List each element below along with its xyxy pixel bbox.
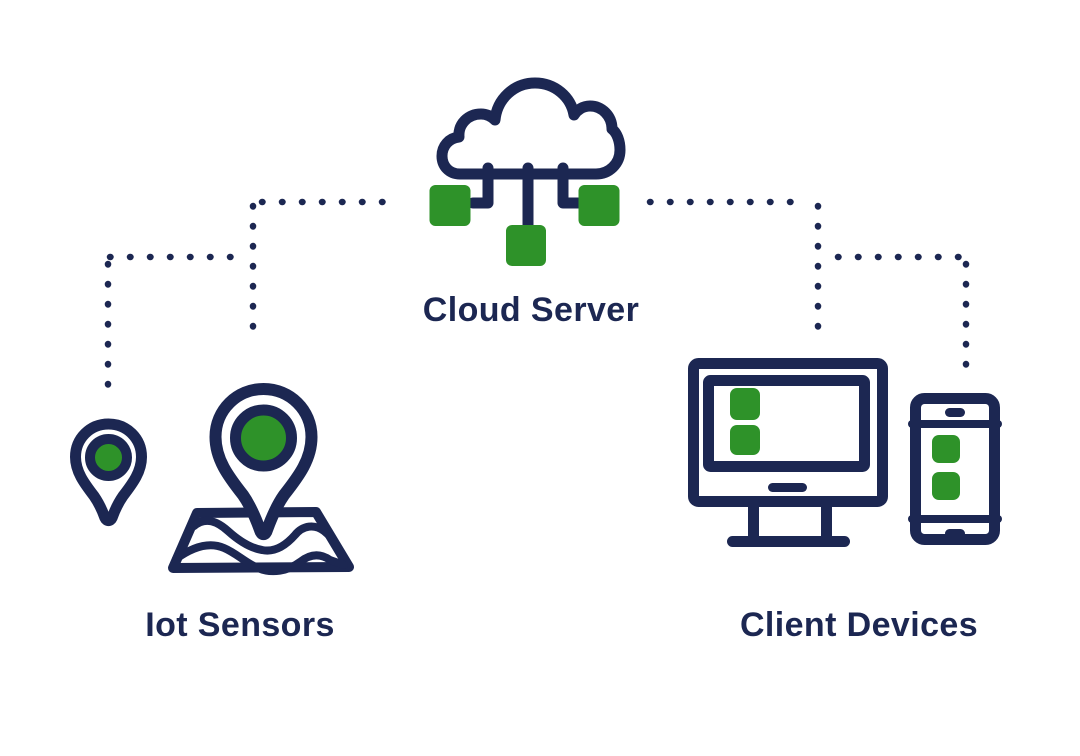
dotted-connector-right xyxy=(646,198,970,382)
cloud-connector-left xyxy=(467,162,494,209)
cloud-node-square-right xyxy=(578,185,620,226)
large-pin-dot xyxy=(239,413,288,463)
monitor-bezel-button xyxy=(768,483,807,492)
monitor-screen-tile-1 xyxy=(730,388,760,420)
cloud-connector-right xyxy=(557,162,584,209)
cloud-server-icon xyxy=(429,77,626,266)
small-map-pin-icon xyxy=(70,418,147,527)
iot-sensors-label: Iot Sensors xyxy=(145,606,335,644)
iot-sensors-icon xyxy=(70,383,354,576)
smartphone-icon xyxy=(908,393,1002,545)
monitor-screen-tile-2 xyxy=(730,425,760,455)
large-map-pin-icon xyxy=(209,383,318,540)
small-pin-dot xyxy=(93,442,124,473)
monitor-icon xyxy=(688,358,888,547)
monitor-stand-base xyxy=(727,536,850,547)
phone-screen-tile-1 xyxy=(932,435,960,463)
phone-home-button xyxy=(945,529,965,538)
client-devices-label: Client Devices xyxy=(739,606,979,644)
cloud-server-label: Cloud Server xyxy=(422,291,640,329)
cloud-outline xyxy=(436,77,626,180)
phone-screen-tile-2 xyxy=(932,472,960,500)
phone-speaker xyxy=(945,408,965,417)
client-devices-icon xyxy=(688,358,1002,547)
cloud-node-square-left xyxy=(429,185,471,226)
cloud-node-square-middle xyxy=(506,225,546,266)
dotted-connector-left xyxy=(104,198,406,402)
